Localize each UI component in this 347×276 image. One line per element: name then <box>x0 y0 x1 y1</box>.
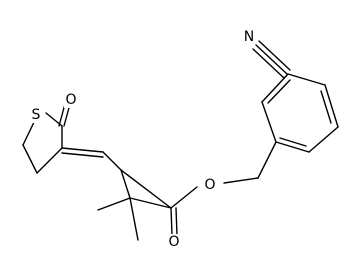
svg-text:S: S <box>32 107 41 123</box>
thiolactone-ring <box>22 103 71 174</box>
ester-carbonyl-oxygen-atom: O <box>167 234 181 250</box>
svg-text:O: O <box>168 234 179 250</box>
svg-text:N: N <box>244 29 254 45</box>
svg-text:O: O <box>204 177 215 193</box>
benzene-ring <box>261 73 339 153</box>
ester-oxygen-atom: O <box>203 177 217 193</box>
nitrile-nitrogen-atom: N <box>242 28 256 45</box>
nitrile-triple-bond <box>252 40 291 79</box>
ring-sulfur-atom: S <box>29 107 42 123</box>
atom-labels: N O S O O <box>29 28 256 250</box>
ester-linkage <box>170 141 277 236</box>
alkylidene-linkage <box>61 147 122 171</box>
bonds <box>22 40 339 241</box>
lactone-carbonyl-oxygen-atom: O <box>64 92 78 108</box>
svg-text:O: O <box>65 92 76 108</box>
cyclopropane-ring <box>97 169 172 241</box>
